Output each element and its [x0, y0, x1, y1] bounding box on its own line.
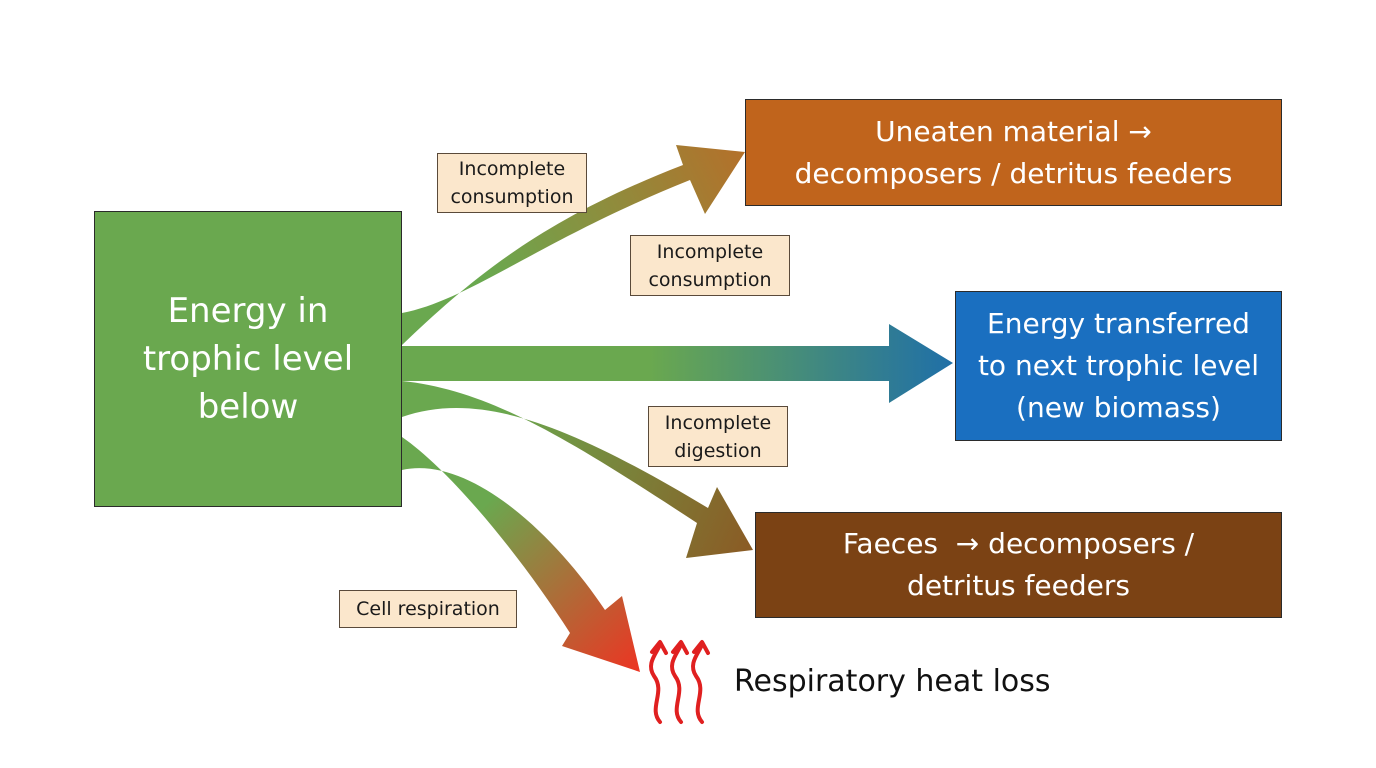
faeces-line: detritus feeders — [907, 569, 1130, 602]
label-line: Cell respiration — [356, 598, 500, 620]
faeces-arrow — [402, 381, 753, 558]
next-level-line: Energy transferred — [987, 307, 1250, 340]
source-trophic-level-box: Energy in trophic level below — [94, 211, 402, 507]
incomplete-digestion-label: Incomplete digestion — [648, 406, 788, 467]
next-level-line: (new biomass) — [1016, 391, 1221, 424]
incomplete-consumption-label: Incomplete consumption — [630, 235, 790, 296]
label-line: digestion — [674, 439, 762, 462]
label-line: Incomplete — [656, 240, 764, 263]
incomplete-consumption-label: Incomplete consumption — [437, 153, 587, 213]
heat-wave-arrowhead — [650, 640, 668, 655]
faeces-line: Faeces → decomposers / — [842, 527, 1195, 560]
next-level-line: to next trophic level — [977, 349, 1260, 382]
source-line: below — [197, 387, 299, 427]
label-line: Incomplete — [458, 158, 566, 180]
faeces-box: Faeces → decomposers / detritus feeders — [755, 512, 1282, 618]
label-line: consumption — [450, 186, 574, 208]
heat-wave-arrowhead — [692, 640, 710, 655]
heat-wave-line — [670, 643, 683, 724]
heat-loss-label: Respiratory heat loss — [734, 664, 1051, 699]
heat-wave-arrowhead — [671, 640, 689, 655]
next-trophic-level-box: Energy transferred to next trophic level… — [955, 291, 1282, 441]
uneaten-line: decomposers / detritus feeders — [794, 156, 1233, 190]
respiration-arrow — [402, 437, 640, 672]
uneaten-material-box: Uneaten material → decomposers / detritu… — [745, 99, 1282, 206]
label-line: consumption — [648, 268, 772, 291]
source-line: Energy in — [167, 291, 329, 331]
cell-respiration-label: Cell respiration — [339, 590, 517, 628]
heat-wave-line — [649, 643, 662, 724]
heat-waves-icon — [649, 640, 710, 724]
next-level-arrow — [402, 324, 953, 403]
uneaten-arrow — [402, 145, 745, 345]
uneaten-line: Uneaten material → — [875, 114, 1152, 148]
label-line: Incomplete — [664, 411, 772, 434]
source-line: trophic level — [142, 339, 354, 379]
heat-wave-line — [691, 643, 704, 724]
